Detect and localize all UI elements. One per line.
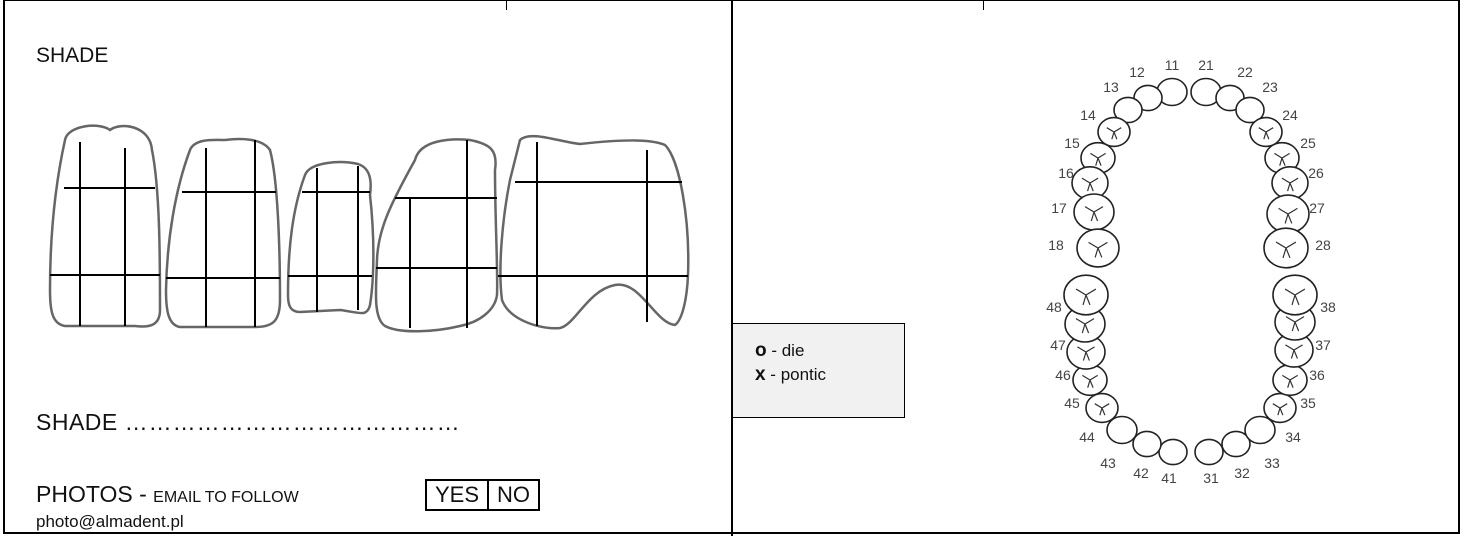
tooth-41[interactable] [1159, 439, 1187, 464]
tooth-number: 36 [1309, 367, 1325, 383]
tooth-number: 37 [1315, 337, 1331, 353]
tooth-number: 26 [1308, 165, 1324, 181]
tooth-number: 27 [1309, 200, 1325, 216]
tooth-number: 31 [1203, 470, 1219, 486]
tooth-17[interactable] [1074, 194, 1114, 230]
tooth-number: 38 [1320, 299, 1336, 315]
tooth-number: 43 [1100, 455, 1116, 471]
top-tick [506, 0, 507, 10]
tooth-number: 15 [1064, 135, 1080, 151]
tooth-number: 18 [1048, 237, 1064, 253]
tooth-18[interactable] [1077, 229, 1119, 267]
tooth-number: 34 [1285, 429, 1301, 445]
die-label: die [782, 341, 805, 360]
tooth-number: 24 [1282, 107, 1298, 123]
tooth-number: 45 [1064, 395, 1080, 411]
tooth-27[interactable] [1267, 195, 1309, 233]
legend-die: o - die [755, 339, 904, 363]
die-symbol: o [755, 340, 767, 361]
pontic-symbol: x [755, 364, 766, 385]
tooth-number: 48 [1046, 299, 1062, 315]
shade-tooth [288, 162, 373, 313]
shade-field[interactable]: SHADE …………………………………… [36, 409, 461, 436]
tooth-number: 25 [1300, 135, 1316, 151]
tooth-24[interactable] [1250, 118, 1282, 147]
tooth-34[interactable] [1264, 394, 1296, 423]
tooth-number: 47 [1050, 337, 1066, 353]
shade-tooth [376, 139, 497, 331]
tooth-28[interactable] [1264, 228, 1308, 268]
tooth-number: 12 [1129, 64, 1145, 80]
tooth-number: 11 [1165, 57, 1180, 73]
tooth-number: 14 [1080, 107, 1096, 123]
tooth-number: 42 [1133, 465, 1149, 481]
tooth-number: 35 [1300, 395, 1316, 411]
yes-option[interactable]: YES [427, 481, 487, 509]
shade-dotted-line: …………………………………… [125, 409, 461, 435]
tooth-26[interactable] [1272, 167, 1308, 199]
top-tick [983, 0, 984, 10]
tooth-number: 32 [1234, 465, 1250, 481]
shade-label: SHADE [36, 409, 118, 435]
photos-yes-no: YES NO [425, 479, 540, 511]
tooth-44[interactable] [1086, 394, 1118, 423]
tooth-48[interactable] [1064, 275, 1108, 315]
legend-separator: - [766, 365, 781, 384]
shade-tooth [500, 136, 688, 328]
tooth-35[interactable] [1273, 365, 1307, 396]
photos-title: PHOTOS [36, 481, 133, 507]
legend-separator: - [767, 341, 782, 360]
tooth-14[interactable] [1098, 118, 1130, 147]
tooth-number: 41 [1161, 470, 1177, 486]
no-option[interactable]: NO [487, 481, 538, 509]
tooth-number: 22 [1237, 64, 1253, 80]
legend-pontic: x - pontic [755, 363, 904, 387]
tooth-number: 16 [1058, 165, 1074, 181]
tooth-38[interactable] [1273, 275, 1317, 315]
tooth-31[interactable] [1195, 439, 1223, 464]
shade-tooth [166, 139, 280, 327]
tooth-number: 33 [1264, 455, 1280, 471]
tooth-number: 17 [1051, 200, 1067, 216]
tooth-number: 28 [1315, 237, 1331, 253]
shade-title: SHADE [36, 44, 108, 68]
photos-label: PHOTOS - EMAIL TO FOLLOW [36, 481, 299, 508]
tooth-number: 23 [1262, 79, 1278, 95]
legend-box: o - die x - pontic [733, 323, 905, 418]
tooth-number: 46 [1055, 367, 1071, 383]
photos-separator: - [133, 481, 153, 507]
shade-teeth-diagram [40, 100, 700, 360]
photos-subtitle: EMAIL TO FOLLOW [153, 489, 299, 506]
pontic-label: pontic [781, 365, 826, 384]
tooth-number: 44 [1079, 429, 1095, 445]
photo-email: photo@almadent.pl [36, 512, 184, 532]
column-divider [731, 0, 733, 536]
tooth-42[interactable] [1133, 431, 1161, 456]
tooth-number: 21 [1198, 57, 1214, 73]
shade-tooth [50, 126, 160, 327]
tooth-number: 13 [1103, 79, 1119, 95]
